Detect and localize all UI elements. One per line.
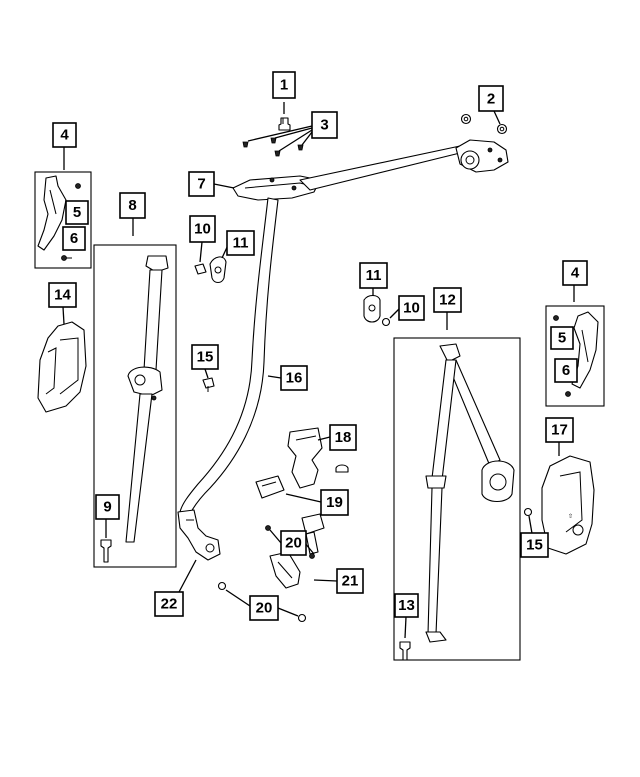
part-21-buckle-lower bbox=[269, 551, 301, 589]
part-14-trim-left bbox=[37, 321, 87, 413]
callout-8: 8 bbox=[119, 192, 146, 219]
callout-5-right: 5 bbox=[550, 326, 574, 350]
svg-text:3: 3 bbox=[320, 117, 328, 134]
svg-text:22: 22 bbox=[161, 596, 178, 613]
svg-text:⇧: ⇧ bbox=[568, 513, 573, 520]
svg-text:13: 13 bbox=[398, 597, 415, 614]
callout-5-left: 5 bbox=[65, 200, 89, 225]
svg-text:19: 19 bbox=[326, 494, 343, 511]
callout-21: 21 bbox=[336, 568, 364, 594]
svg-text:6: 6 bbox=[562, 362, 570, 379]
svg-text:7: 7 bbox=[197, 176, 205, 193]
svg-text:5: 5 bbox=[73, 204, 81, 221]
part-19-buckle-latch bbox=[255, 475, 285, 499]
svg-text:15: 15 bbox=[197, 349, 214, 366]
part-10-nut-left bbox=[194, 263, 207, 275]
callout-3: 3 bbox=[311, 111, 338, 139]
callout-20-lower: 20 bbox=[249, 595, 279, 621]
callout-18: 18 bbox=[329, 424, 357, 451]
callout-7: 7 bbox=[188, 171, 215, 197]
part-11-cover-left bbox=[209, 256, 227, 284]
svg-text:10: 10 bbox=[403, 300, 420, 317]
svg-text:20: 20 bbox=[285, 535, 302, 552]
callout-16: 16 bbox=[280, 365, 308, 391]
svg-text:5: 5 bbox=[558, 330, 566, 347]
part-11-cover-right bbox=[363, 294, 381, 323]
svg-text:11: 11 bbox=[366, 267, 382, 284]
svg-text:20: 20 bbox=[256, 600, 273, 617]
svg-text:8: 8 bbox=[128, 197, 136, 214]
svg-text:11: 11 bbox=[233, 235, 249, 252]
callout-10-right: 10 bbox=[398, 295, 425, 321]
svg-text:6: 6 bbox=[70, 230, 78, 247]
part-15-bolt-left bbox=[202, 377, 215, 392]
part-7-upper-trim bbox=[232, 139, 509, 201]
part-17-trim-right: ⇧ bbox=[541, 455, 595, 555]
part-4-frame-left bbox=[34, 171, 92, 269]
callout-4-right: 4 bbox=[562, 260, 588, 286]
svg-text:14: 14 bbox=[54, 287, 71, 304]
svg-text:4: 4 bbox=[571, 265, 580, 282]
callout-15-left: 15 bbox=[191, 344, 219, 370]
part-15-bolt-right bbox=[523, 507, 533, 517]
callout-9: 9 bbox=[95, 494, 120, 520]
callout-20-upper: 20 bbox=[280, 530, 307, 556]
part-8-frame bbox=[93, 244, 177, 568]
part-8-b-pillar-belt bbox=[125, 255, 169, 543]
callout-6-left: 6 bbox=[62, 226, 86, 251]
svg-text:9: 9 bbox=[103, 499, 111, 516]
part-13-bolt bbox=[399, 641, 411, 661]
callout-13: 13 bbox=[394, 593, 419, 618]
part-2-nuts bbox=[460, 113, 508, 135]
svg-text:17: 17 bbox=[551, 422, 568, 439]
part-12-rear-belt bbox=[425, 343, 515, 643]
callout-2: 2 bbox=[478, 85, 504, 112]
callout-17: 17 bbox=[545, 417, 574, 443]
svg-text:21: 21 bbox=[342, 573, 359, 590]
svg-text:4: 4 bbox=[60, 127, 69, 144]
leader-lines bbox=[62, 102, 575, 639]
callout-11-left: 11 bbox=[226, 230, 255, 256]
part-1-bolt bbox=[278, 117, 291, 131]
part-4-frame-right bbox=[545, 305, 605, 407]
part-12-frame bbox=[393, 337, 521, 661]
svg-text:10: 10 bbox=[194, 221, 211, 238]
callout-4-left: 4 bbox=[52, 122, 77, 148]
callout-10-left: 10 bbox=[189, 215, 216, 243]
part-3-screws bbox=[242, 137, 304, 157]
part-20-bolts-lower bbox=[217, 581, 307, 623]
part-18-buckle-assembly bbox=[287, 427, 349, 489]
callout-1: 1 bbox=[272, 71, 296, 99]
part-4-height-adjuster-left bbox=[37, 175, 81, 261]
callout-19: 19 bbox=[320, 489, 349, 516]
part-4-height-adjuster-right bbox=[553, 311, 599, 397]
callout-12: 12 bbox=[433, 287, 462, 313]
svg-text:18: 18 bbox=[335, 429, 352, 446]
part-22-lower-buckle bbox=[177, 509, 221, 561]
callout-14: 14 bbox=[48, 282, 77, 308]
callout-6-right: 6 bbox=[554, 358, 578, 383]
svg-text:16: 16 bbox=[286, 370, 303, 387]
svg-text:15: 15 bbox=[526, 537, 543, 554]
callout-22: 22 bbox=[154, 591, 184, 617]
part-9-bolt bbox=[100, 539, 112, 563]
callout-11-right: 11 bbox=[359, 262, 388, 289]
svg-text:12: 12 bbox=[439, 292, 456, 309]
svg-text:2: 2 bbox=[487, 91, 495, 108]
svg-text:1: 1 bbox=[280, 77, 288, 94]
part-10-nut-right bbox=[381, 317, 391, 327]
callout-15-right: 15 bbox=[520, 532, 549, 558]
